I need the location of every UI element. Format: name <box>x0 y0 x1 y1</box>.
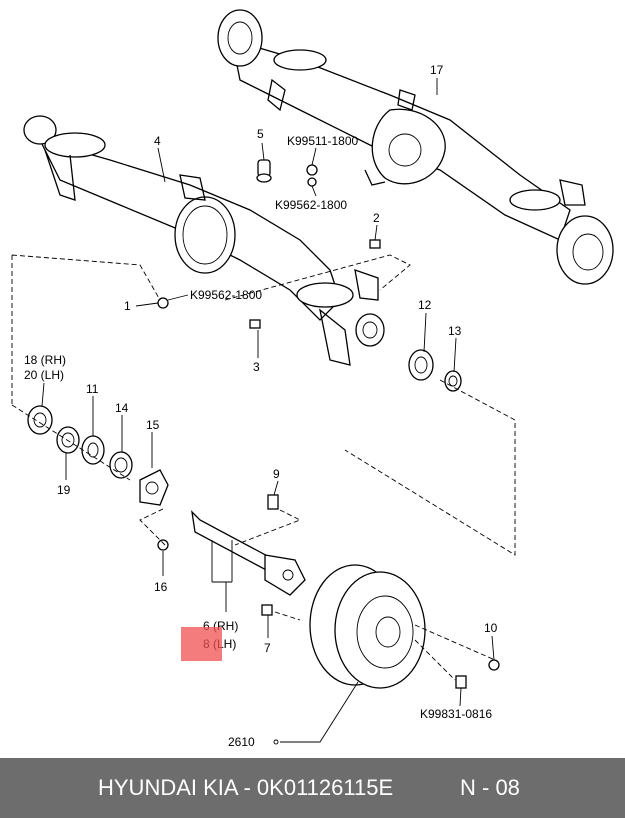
label-13: 13 <box>448 324 462 338</box>
bearing-18-20 <box>27 405 53 435</box>
footer-part-number: HYUNDAI KIA - 0K01126115E <box>98 775 394 800</box>
label-k99831: K99831-0816 <box>420 707 492 721</box>
nut-k99511 <box>306 164 318 176</box>
retainer-plate-15 <box>139 469 169 506</box>
assembly-outline <box>11 254 516 681</box>
axle-housing <box>23 115 385 366</box>
label-17: 17 <box>430 63 444 77</box>
label-k99562-upper: K99562-1800 <box>275 198 347 212</box>
label-16: 16 <box>154 580 168 594</box>
washer-19 <box>56 426 80 454</box>
axle-shaft <box>191 510 306 596</box>
label-11: 11 <box>86 382 99 396</box>
label-12: 12 <box>418 298 432 312</box>
brake-drum <box>309 564 426 689</box>
nut-16 <box>157 539 169 551</box>
bolt-2 <box>369 239 381 249</box>
ring-13 <box>444 370 462 392</box>
label-19: 19 <box>57 483 71 497</box>
label-k99562-lower: K99562-1800 <box>190 288 262 302</box>
highlight-marker <box>181 627 222 661</box>
leader-lines <box>41 78 495 743</box>
bolt-k99831 <box>455 675 467 689</box>
exploded-axle-diagram: 4 5 K99511-1800 K99562-1800 17 2 1 K9956… <box>11 9 614 749</box>
bolt-5 <box>256 159 272 183</box>
footer-diagram-code: N - 08 <box>460 775 520 800</box>
seal-12 <box>408 349 434 381</box>
label-15: 15 <box>146 418 160 432</box>
bolt-7 <box>261 604 273 616</box>
part-number-footer: HYUNDAI KIA - 0K01126115E N - 08 <box>0 758 625 818</box>
spacer-11 <box>81 435 105 465</box>
rear-axle-housing-assembly <box>217 9 614 285</box>
label-7: 7 <box>264 641 271 655</box>
label-2610: 2610 <box>228 735 255 749</box>
label-9: 9 <box>273 467 280 481</box>
label-4: 4 <box>154 134 161 148</box>
label-20: 20 (LH) <box>24 368 64 382</box>
label-1: 1 <box>124 299 131 313</box>
label-k99511: K99511-1800 <box>287 134 359 148</box>
label-18: 18 (RH) <box>24 353 66 367</box>
label-2: 2 <box>373 211 380 225</box>
bolt-9 <box>267 494 279 510</box>
nut-k99562-upper <box>307 177 317 187</box>
label-5: 5 <box>257 127 264 141</box>
bolt-3 <box>249 319 261 329</box>
label-3: 3 <box>253 360 260 374</box>
label-10: 10 <box>484 621 498 635</box>
ring-14 <box>109 451 133 479</box>
nut-10 <box>488 659 500 671</box>
label-14: 14 <box>115 401 129 415</box>
